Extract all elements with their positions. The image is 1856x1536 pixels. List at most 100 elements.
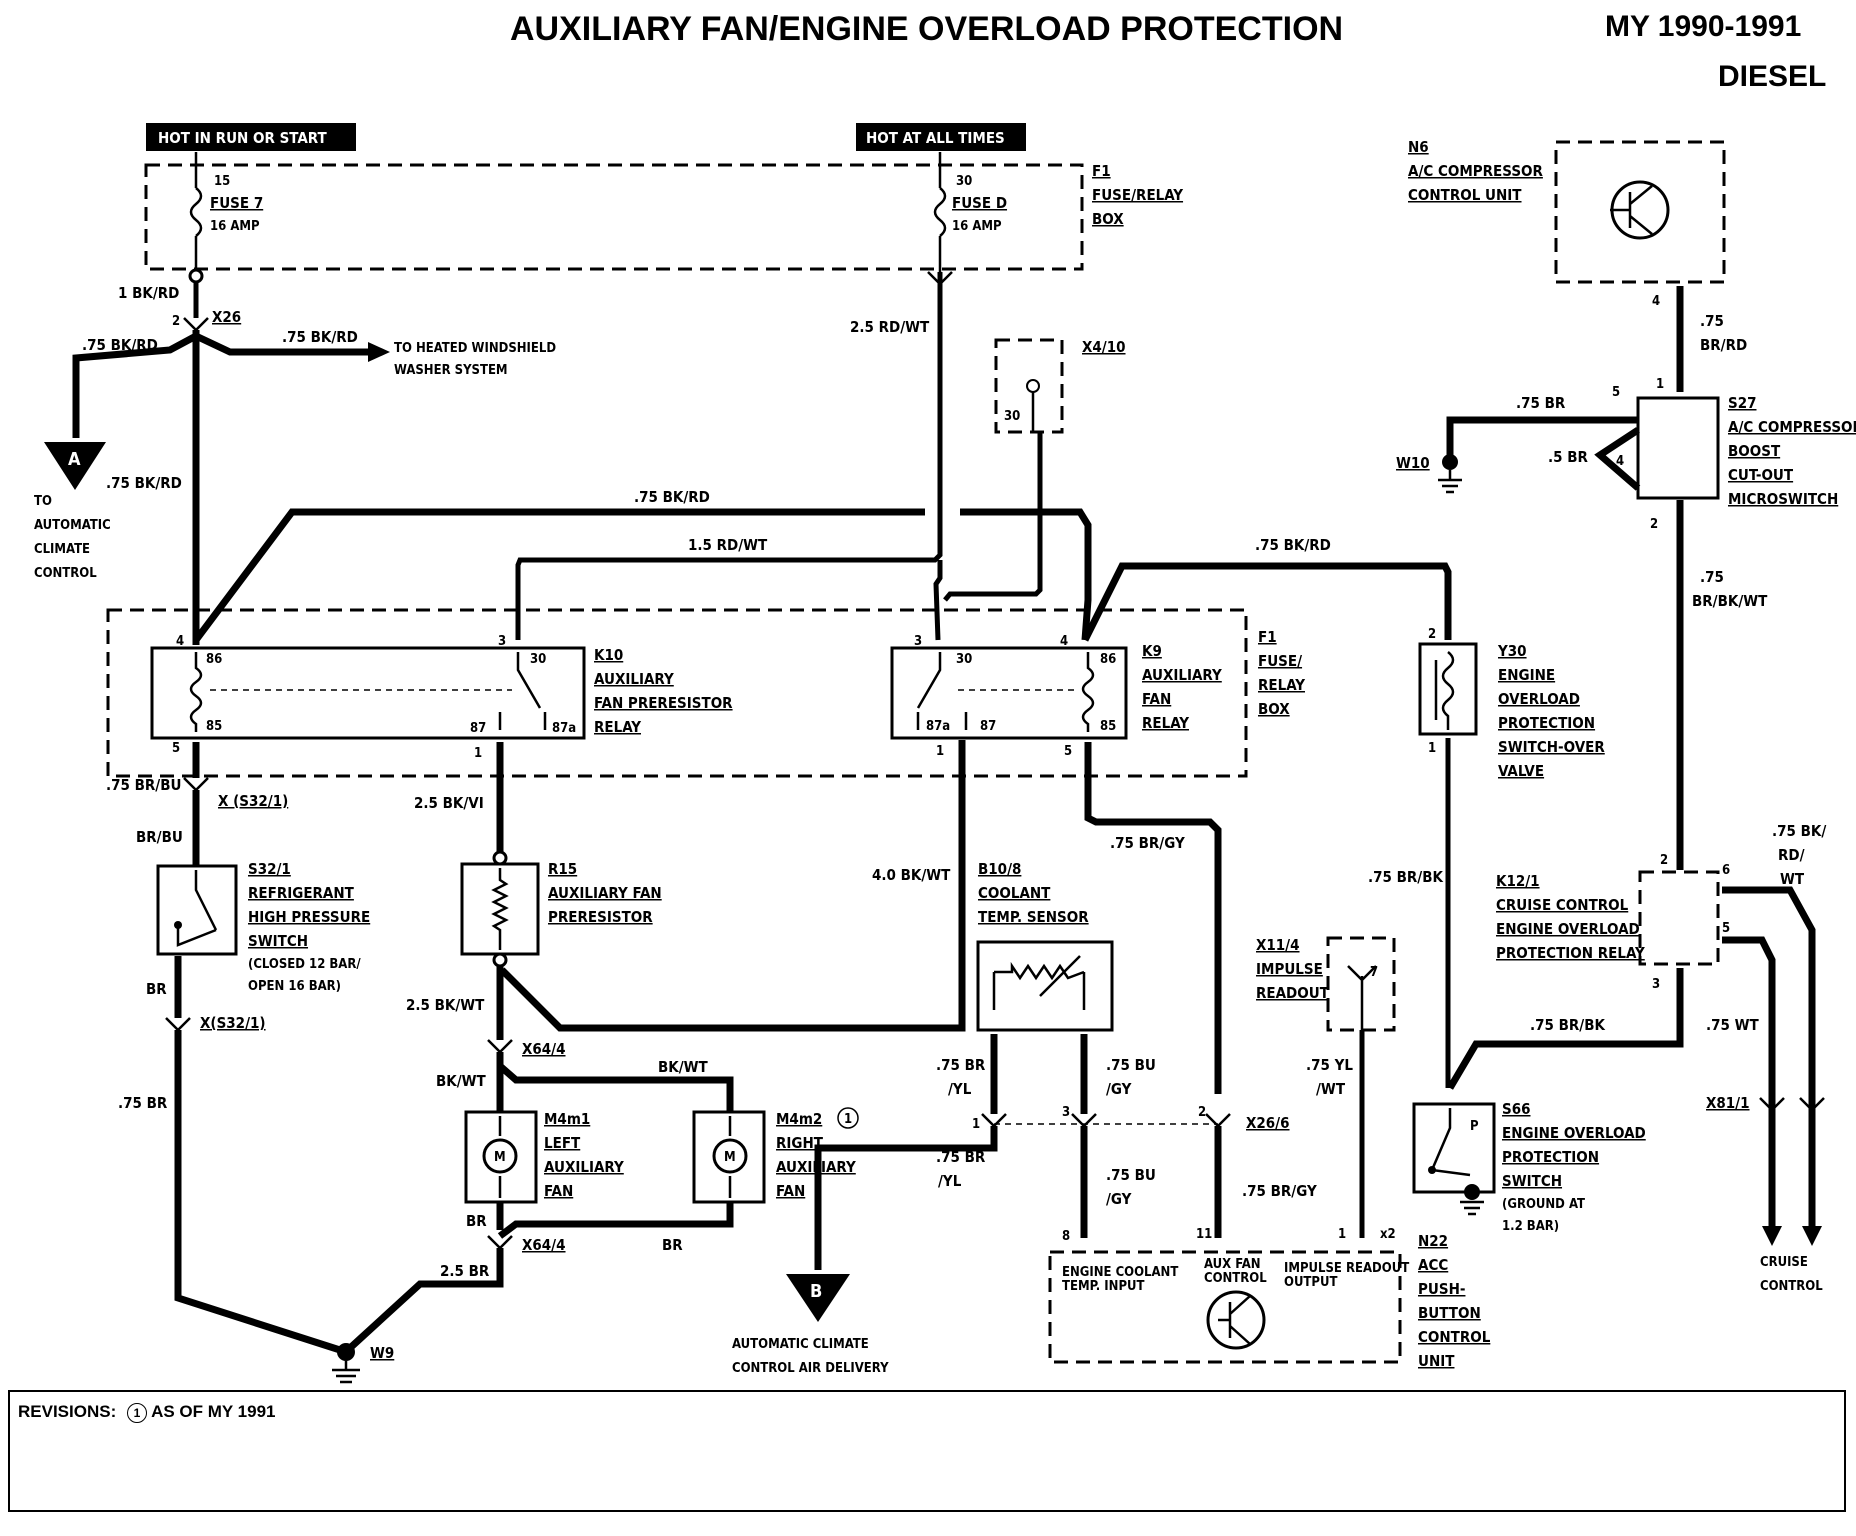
wire-label-bkrdwt-3: WT (1780, 870, 1805, 888)
svg-text:M: M (494, 1150, 506, 1165)
n22-pin-1: 1 (1338, 1227, 1346, 1242)
r15-l1: AUXILIARY FAN (548, 884, 662, 902)
b10-id: B10/8 (978, 860, 1021, 878)
m4m1-l2: AUXILIARY (544, 1158, 624, 1176)
x81-1-connector (1759, 1097, 1825, 1112)
x26-pin: 2 (172, 314, 180, 329)
s66-l3: SWITCH (1502, 1172, 1562, 1190)
wire-label-bk-wt-left: BK/WT (436, 1072, 487, 1090)
r15-id: R15 (548, 860, 577, 878)
k12-l3: PROTECTION RELAY (1496, 944, 1645, 962)
diagram-title: AUXILIARY FAN/ENGINE OVERLOAD PROTECTION (510, 10, 1343, 48)
bus-label-run-start: HOT IN RUN OR START (158, 129, 327, 147)
wire-label-brbkwt-1: .75 (1700, 568, 1724, 586)
s66-l2: PROTECTION (1502, 1148, 1599, 1166)
wire-75-br-w10 (1446, 416, 1638, 460)
wire-label-br-left-fan: BR (466, 1212, 487, 1230)
bus-label-run-start-bg (146, 123, 356, 151)
wire-label-bugy-2: /GY (1106, 1080, 1132, 1098)
conn-a-l2: AUTOMATIC (34, 518, 111, 533)
k9-86: 86 (1100, 652, 1116, 667)
n22-c1a: ENGINE COOLANT (1062, 1265, 1178, 1280)
k9-87: 87 (980, 719, 996, 734)
n22-l2: PUSH- (1418, 1280, 1465, 1298)
k12-id: K12/1 (1496, 872, 1540, 890)
s66-l4: (GROUND AT (1502, 1197, 1585, 1212)
wire-75-bk-rd-y30 (1081, 562, 1452, 642)
y30-l1: ENGINE (1498, 666, 1555, 684)
k10-l1: AUXILIARY (594, 670, 674, 688)
wire-75-wt (1722, 936, 1776, 1228)
x11-4-l2: READOUT (1256, 984, 1330, 1002)
s32-l1: REFRIGERANT (248, 884, 355, 902)
cruise-arrow-1 (1762, 1226, 1782, 1246)
n22-l3: BUTTON (1418, 1304, 1481, 1322)
fuse-relay-box-mid (106, 608, 1248, 778)
fuse-d-rating: 16 AMP (952, 219, 1002, 234)
wire-label-br-bk-y30: .75 BR/BK (1368, 868, 1443, 886)
wire-label-bryl-4: /YL (938, 1172, 962, 1190)
x26-6-pin-2: 2 (1198, 1105, 1206, 1120)
n6-l2: CONTROL UNIT (1408, 186, 1522, 204)
wire-label-bugy-1: .75 BU (1106, 1056, 1156, 1074)
r15-l2: PRERESISTOR (548, 908, 653, 926)
m4m1-motor-icon (482, 1138, 518, 1174)
fused-connector (927, 271, 953, 286)
wire-label-15-rd-wt: 1.5 RD/WT (688, 536, 768, 554)
y30-pin-2: 2 (1428, 627, 1436, 642)
wire-75-br-gy (1084, 742, 1222, 1094)
svg-text:M: M (724, 1150, 736, 1165)
n6-box (1554, 140, 1726, 284)
wire-label-br-bk-s66: .75 BR/BK (1530, 1016, 1605, 1034)
revisions-line: REVISIONS: 1 AS OF MY 1991 (18, 1402, 275, 1423)
wire-40-bk-wt (499, 740, 966, 1032)
wire-label-trunk: .75 BK/RD (106, 474, 182, 492)
wire-rd-wt-k9 (933, 560, 943, 641)
wire-bk-wt-right-fan (497, 1063, 734, 1112)
b10-l1: COOLANT (978, 884, 1051, 902)
n6-id: N6 (1408, 138, 1429, 156)
b10-sensor (976, 940, 1114, 1032)
y30-id: Y30 (1497, 642, 1527, 660)
wire-label-brbkwt-2: BR/BK/WT (1692, 592, 1768, 610)
x32-label-2: X(S32/1) (200, 1014, 266, 1032)
m4m2-note: 1 (844, 1112, 852, 1127)
wire-label-bryl-3: .75 BR (936, 1148, 986, 1166)
x32-label: X (S32/1) (218, 792, 288, 810)
x26-6-pin-3: 3 (1062, 1105, 1070, 1120)
wire-label-br-right-fan: BR (662, 1236, 683, 1254)
fuse-d-pin: 30 (956, 174, 972, 189)
wire-label-y30: .75 BK/RD (1255, 536, 1331, 554)
n6-l1: A/C COMPRESSOR (1408, 162, 1544, 180)
k9-l3: RELAY (1142, 714, 1189, 732)
x4-10-label: X4/10 (1082, 338, 1126, 356)
wire-label-25-br: 2.5 BR (440, 1262, 490, 1280)
k9-l2: FAN (1142, 690, 1171, 708)
k12-pin-2: 2 (1660, 853, 1668, 868)
wire-label-top: .75 BK/RD (634, 488, 710, 506)
x4-10-pin: 30 (1004, 409, 1020, 424)
s32-l3: SWITCH (248, 932, 308, 950)
connector-b-letter: B (810, 1281, 822, 1302)
conn-b-l1: AUTOMATIC CLIMATE (732, 1337, 869, 1352)
m4m1-l3: FAN (544, 1182, 573, 1200)
revisions-label: REVISIONS: (18, 1402, 117, 1421)
k9-id: K9 (1142, 642, 1162, 660)
m4m2-l1: RIGHT (776, 1134, 824, 1152)
connector-b-triangle (786, 1274, 850, 1322)
wire-label-25-rd-wt: 2.5 RD/WT (850, 318, 930, 336)
s66-ground (1464, 1184, 1480, 1200)
y30-l3: PROTECTION (1498, 714, 1595, 732)
k12-relay (1638, 870, 1720, 966)
revision-mark-icon (837, 1107, 859, 1129)
wire-label-ylwt-1: .75 YL (1306, 1056, 1353, 1074)
wire-label-bryl-1: .75 BR (936, 1056, 986, 1074)
bus-label-all-times: HOT AT ALL TIMES (866, 129, 1005, 147)
connector-a-letter: A (68, 449, 81, 470)
f1-top-l2: BOX (1092, 210, 1124, 228)
n22-unit (1048, 1250, 1402, 1364)
f1-mid-l2: RELAY (1258, 676, 1305, 694)
x11-4-id: X11/4 (1256, 936, 1300, 954)
k12-pin-5: 5 (1722, 921, 1730, 936)
